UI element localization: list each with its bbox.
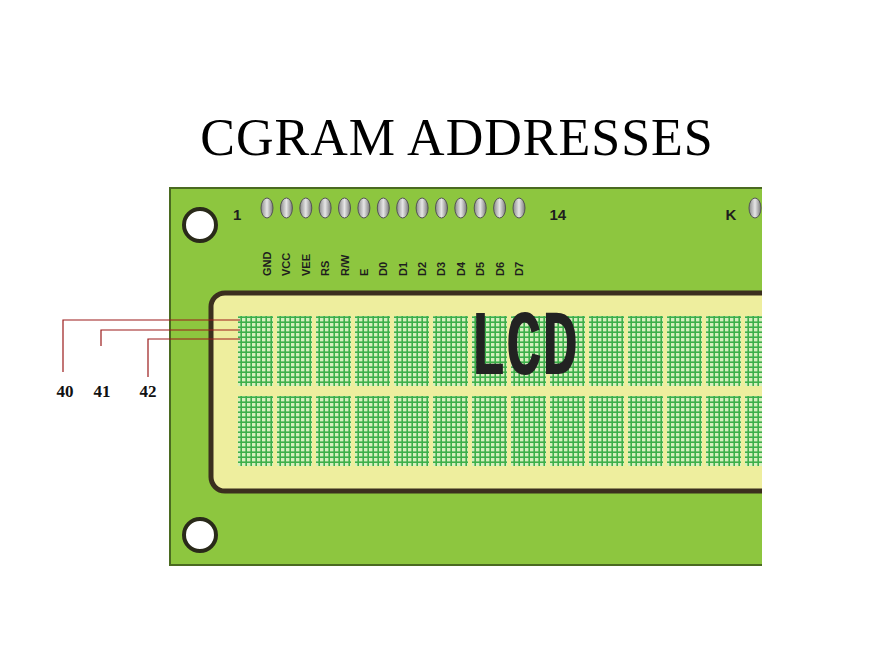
- display-text: LCD: [470, 303, 578, 396]
- pin-name: RS: [319, 261, 331, 276]
- pin-name: VEE: [300, 254, 312, 276]
- callout-number: 40: [57, 382, 74, 402]
- pin-number: 14: [550, 206, 567, 223]
- pin-name: R/W: [339, 255, 351, 276]
- pin-label: K: [726, 206, 737, 223]
- pin-number: 1: [233, 206, 241, 223]
- leader-lines: [63, 320, 240, 377]
- mount-hole: [184, 519, 216, 551]
- pin-name: VCC: [280, 253, 292, 276]
- display-bezel: [211, 293, 762, 491]
- pin-name: D0: [377, 262, 389, 276]
- pin-name: D7: [513, 262, 525, 276]
- callout-number: 41: [94, 382, 111, 402]
- pin-name: D6: [494, 262, 506, 276]
- pin-name: D1: [397, 262, 409, 276]
- pcb: [170, 188, 762, 565]
- pin-name: D5: [474, 262, 486, 276]
- header-pins: [261, 198, 761, 218]
- pin-name: D3: [435, 262, 447, 276]
- pin-name: D4: [455, 262, 467, 276]
- diagram-title: CGRAM ADDRESSES: [200, 108, 713, 168]
- pin-name: E: [358, 269, 370, 276]
- callout-number: 42: [140, 382, 157, 402]
- mount-hole: [184, 209, 216, 241]
- pin-name: D2: [416, 262, 428, 276]
- board: [170, 188, 762, 565]
- pin-name: GND: [261, 252, 273, 276]
